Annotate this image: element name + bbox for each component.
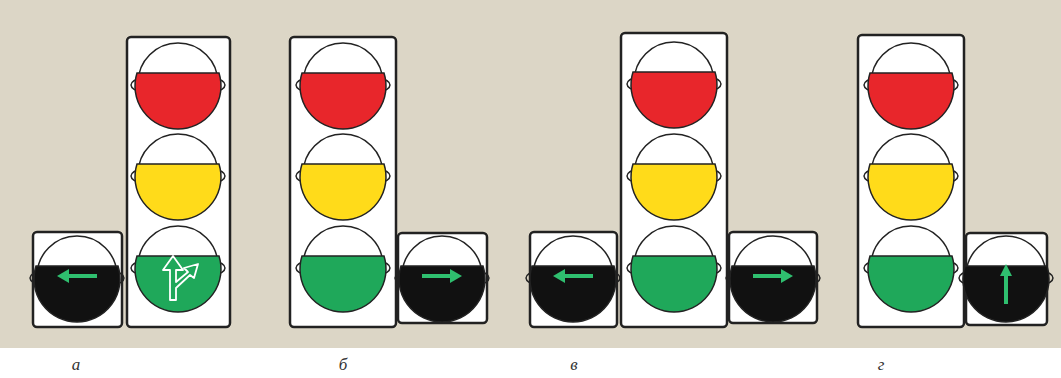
panel-letter: г (878, 356, 885, 373)
traffic-light-a (30, 37, 230, 327)
background-band (0, 0, 1061, 348)
panel-letter: в (570, 356, 577, 373)
traffic-light-g (858, 35, 1053, 327)
traffic-light-v (526, 33, 820, 327)
traffic-light-b (290, 37, 489, 327)
panel-letter: б (339, 356, 348, 373)
panel-letter: а (72, 356, 81, 373)
